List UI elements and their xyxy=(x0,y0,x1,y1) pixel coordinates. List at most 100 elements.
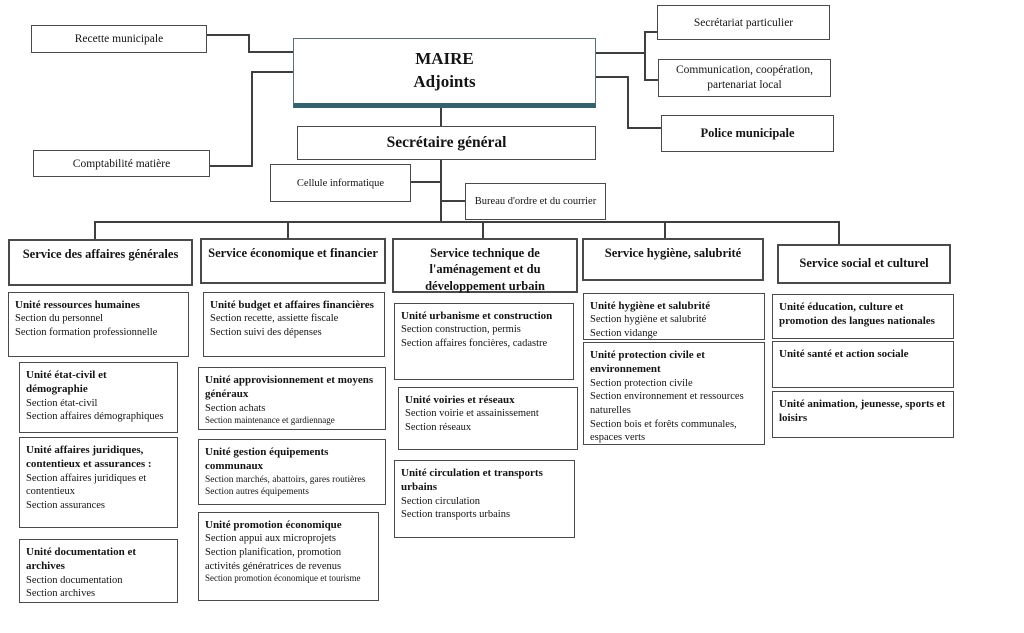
unit-affaires-juridiques: Unité affaires juridiques, contentieux e… xyxy=(19,437,178,528)
unit-section: Section bois et forêts communales, espac… xyxy=(590,418,737,444)
box-label: Police municipale xyxy=(700,126,795,140)
box-label: Bureau d'ordre et du courrier xyxy=(474,196,597,207)
connector xyxy=(664,221,666,239)
adjoints-label: Adjoints xyxy=(413,72,476,91)
unit-section: Section appui aux microprojets xyxy=(205,533,336,545)
unit-section: Section voirie et assainissement xyxy=(405,408,539,420)
connector xyxy=(205,34,250,36)
unit-section: Section environnement et ressources natu… xyxy=(590,391,744,416)
unit-hygiene-salubrite: Unité hygiène et salubrité Section hygiè… xyxy=(583,293,765,340)
unit-section: Section vidange xyxy=(590,327,658,339)
service-header-hygiene-salubrite: Service hygiène, salubrité xyxy=(582,238,764,281)
unit-title: Unité état-civil et démographie xyxy=(26,369,107,396)
unit-section: Section transports urbains xyxy=(401,509,511,521)
unit-sante-action-sociale: Unité santé et action sociale xyxy=(772,341,954,388)
unit-budget-affaires-financieres: Unité budget et affaires financières Sec… xyxy=(203,292,385,357)
connector xyxy=(644,79,658,81)
unit-section: Section réseaux xyxy=(405,421,472,433)
connector xyxy=(248,34,250,53)
connector xyxy=(627,127,661,129)
unit-section: Section autres équipements xyxy=(205,486,309,497)
unit-title: Unité documentation et archives xyxy=(26,546,136,573)
connector xyxy=(644,31,646,81)
unit-title: Unité protection civile et environnement xyxy=(590,349,705,376)
box-comptabilite-matiere: Comptabilité matière xyxy=(33,150,210,177)
connector xyxy=(94,221,96,240)
unit-section: Section assurances xyxy=(26,499,106,511)
service-title: Service économique et financier xyxy=(208,246,378,260)
unit-title: Unité ressources humaines xyxy=(15,299,140,311)
box-maire-adjoints: MAIRE Adjoints xyxy=(293,38,596,108)
box-label: Secrétaire général xyxy=(386,134,507,151)
unit-animation-jeunesse-sports: Unité animation, jeunesse, sports et loi… xyxy=(772,391,954,438)
unit-title: Unité promotion économique xyxy=(205,519,342,531)
unit-section: Section affaires foncières, cadastre xyxy=(401,337,548,349)
unit-voiries-reseaux: Unité voiries et réseaux Section voirie … xyxy=(398,387,578,450)
connector xyxy=(595,52,646,54)
unit-approvisionnement-moyens-generaux: Unité approvisionnement et moyens généra… xyxy=(198,367,386,430)
connector xyxy=(248,51,293,53)
unit-title: Unité voiries et réseaux xyxy=(405,394,515,406)
box-recette-municipale: Recette municipale xyxy=(31,25,207,53)
connector xyxy=(627,76,629,129)
unit-section: Section suivi des dépenses xyxy=(210,326,322,338)
connector xyxy=(441,200,465,202)
maire-label: MAIRE xyxy=(415,49,474,69)
box-cellule-informatique: Cellule informatique xyxy=(270,164,411,202)
connector xyxy=(94,221,840,223)
unit-ressources-humaines: Unité ressources humaines Section du per… xyxy=(8,292,189,357)
connector xyxy=(287,221,289,239)
unit-title: Unité gestion équipements communaux xyxy=(205,446,329,473)
unit-education-culture-langues: Unité éducation, culture et promotion de… xyxy=(772,294,954,339)
unit-section: Section archives xyxy=(26,588,96,600)
unit-title: Unité affaires juridiques, contentieux e… xyxy=(26,444,152,471)
connector xyxy=(251,71,293,73)
unit-title: Unité animation, jeunesse, sports et loi… xyxy=(779,398,946,425)
unit-section: Section affaires juridiques et contentie… xyxy=(26,472,147,498)
service-title: Service des affaires générales xyxy=(22,247,179,261)
service-header-economique-financier: Service économique et financier xyxy=(200,238,386,284)
unit-title: Unité hygiène et salubrité xyxy=(590,300,711,312)
unit-title: Unité budget et affaires financières xyxy=(210,299,374,311)
box-secretaire-general: Secrétaire général xyxy=(297,126,596,160)
unit-section: Section formation professionnelle xyxy=(15,326,158,338)
connector xyxy=(482,221,484,239)
unit-title: Unité circulation et transports urbains xyxy=(401,467,543,494)
connector xyxy=(595,76,629,78)
unit-title: Unité urbanisme et construction xyxy=(401,310,553,322)
unit-title: Unité éducation, culture et promotion de… xyxy=(779,301,935,328)
unit-urbanisme-construction: Unité urbanisme et construction Section … xyxy=(394,303,574,380)
unit-section: Section état-civil xyxy=(26,397,98,409)
unit-section: Section protection civile xyxy=(590,377,693,389)
unit-section: Section circulation xyxy=(401,495,481,507)
unit-section: Section hygiène et salubrité xyxy=(590,314,707,326)
box-police-municipale: Police municipale xyxy=(661,115,834,152)
connector xyxy=(208,165,252,167)
unit-section: Section planification, promotion activit… xyxy=(205,546,342,572)
box-communication-cooperation: Communication, coopération, partenariat … xyxy=(658,59,831,97)
unit-circulation-transports: Unité circulation et transports urbains … xyxy=(394,460,575,538)
unit-promotion-economique: Unité promotion économique Section appui… xyxy=(198,512,379,601)
unit-section: Section maintenance et gardiennage xyxy=(205,415,335,426)
connector xyxy=(440,108,442,127)
box-bureau-ordre-courrier: Bureau d'ordre et du courrier xyxy=(465,183,606,220)
unit-section: Section recette, assiette fiscale xyxy=(210,313,339,325)
unit-section: Section documentation xyxy=(26,574,123,586)
connector xyxy=(838,221,840,245)
service-title: Service social et culturel xyxy=(799,256,929,270)
box-label: Cellule informatique xyxy=(296,177,385,189)
unit-section: Section achats xyxy=(205,402,266,414)
connector xyxy=(251,71,253,167)
box-label: Communication, coopération, partenariat … xyxy=(675,64,813,91)
unit-section: Section marchés, abattoirs, gares routiè… xyxy=(205,474,366,485)
unit-section: Section du personnel xyxy=(15,313,104,325)
service-header-technique-urbain: Service technique de l'aménagement et du… xyxy=(392,238,578,293)
service-header-social-culturel: Service social et culturel xyxy=(777,244,951,284)
box-label: Comptabilité matière xyxy=(72,157,171,170)
connector xyxy=(644,31,657,33)
unit-gestion-equipements-communaux: Unité gestion équipements communaux Sect… xyxy=(198,439,386,505)
service-header-affaires-generales: Service des affaires générales xyxy=(8,239,193,286)
box-secretariat-particulier: Secrétariat particulier xyxy=(657,5,830,40)
unit-section: Section construction, permis xyxy=(401,324,521,336)
